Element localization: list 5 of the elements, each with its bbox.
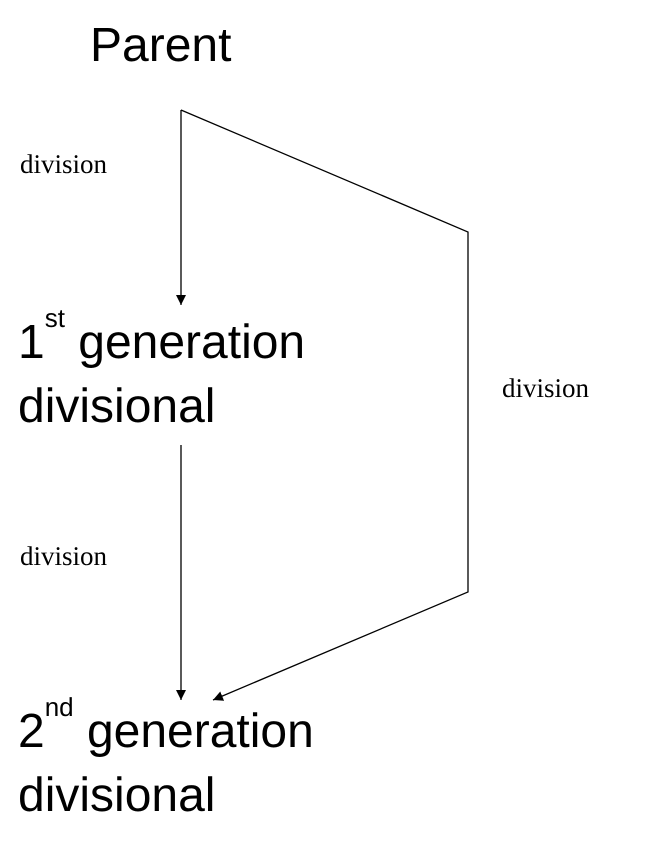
node-label: 1$^{st}$ generation divisional	[18, 311, 306, 435]
arrow	[176, 110, 186, 305]
node-label: Parent	[90, 18, 232, 74]
arrow	[176, 445, 186, 700]
arrow	[180, 109, 469, 701]
